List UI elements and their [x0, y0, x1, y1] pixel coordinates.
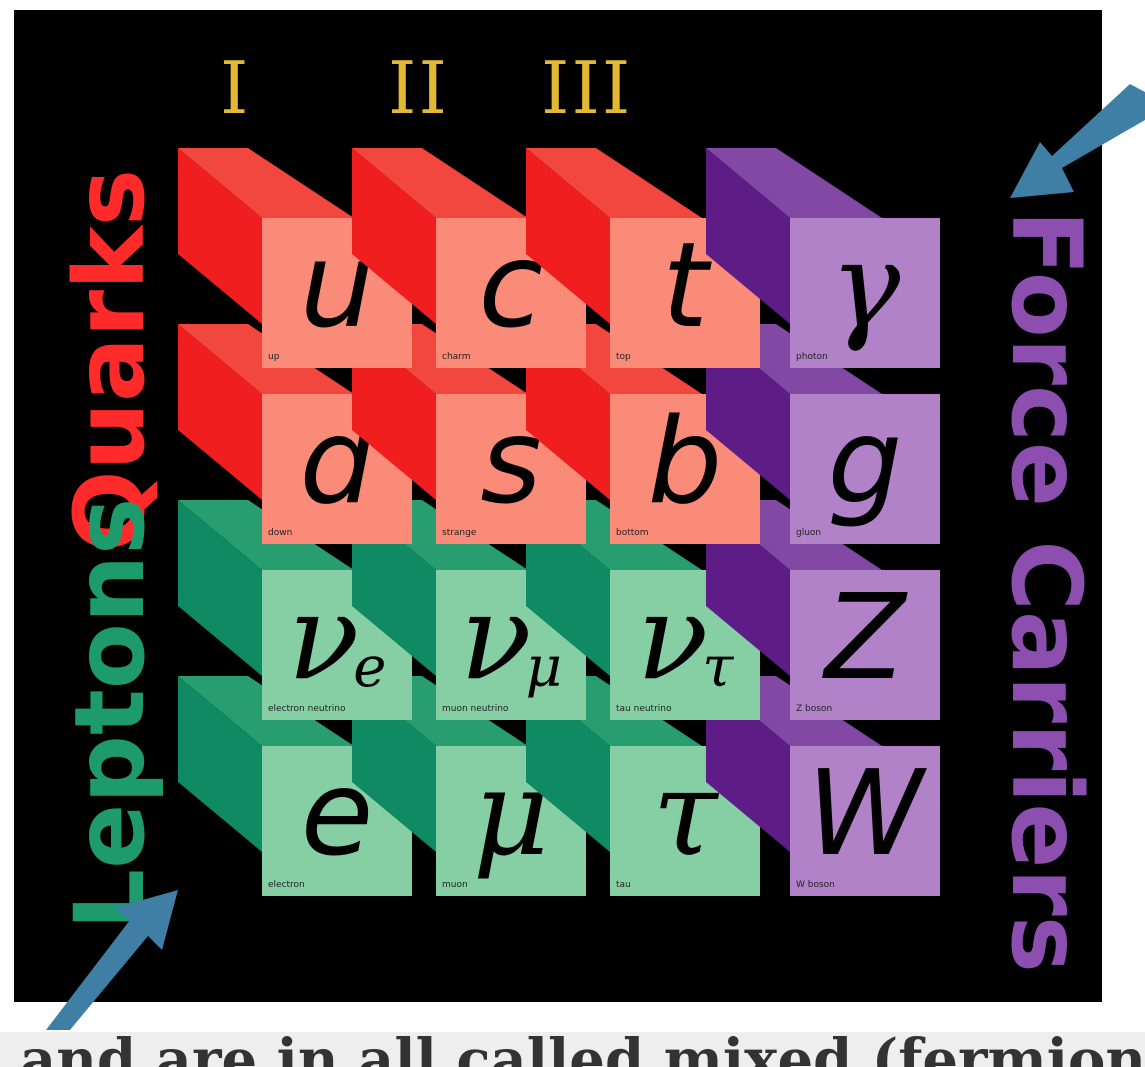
standard-model-diagram: I II III Quarks Leptons Force Carriers e…	[14, 10, 1102, 1002]
particle-symbol: t	[661, 216, 709, 354]
particle-symbol: νe	[287, 568, 387, 706]
particle-name: W boson	[796, 880, 835, 890]
arrow-bottom-left-icon	[46, 890, 178, 1030]
particle-symbol: W	[806, 744, 924, 882]
particle-name: charm	[442, 352, 471, 362]
particle-name: tau	[616, 880, 631, 890]
particle-subscript: μ	[525, 635, 563, 700]
particle-name: muon neutrino	[442, 704, 509, 714]
particle-symbol: νμ	[459, 568, 563, 706]
particle-name: strange	[442, 528, 477, 538]
arrow-top-right-icon	[1010, 84, 1145, 198]
quarks-label: Quarks	[54, 168, 166, 552]
particle-name: tau neutrino	[616, 704, 672, 714]
particle-name: electron	[268, 880, 305, 890]
particle-symbol: ντ	[636, 568, 734, 706]
particle-subscript: e	[353, 635, 387, 700]
leptons-label: Leptons	[54, 497, 166, 930]
particle-name: photon	[796, 352, 828, 362]
particle-name: gluon	[796, 528, 822, 538]
particle-name: up	[268, 352, 280, 362]
generation-label-2: II	[388, 46, 449, 130]
generation-label-1: I	[220, 46, 251, 130]
caption-text: and are in all called mixed (fermions) l…	[0, 1032, 1145, 1067]
particle-symbol: Z	[824, 568, 906, 706]
particle-subscript: τ	[702, 635, 734, 700]
force-carriers-label: Force Carriers	[990, 210, 1102, 973]
particle-symbol: g	[827, 392, 903, 530]
particle-t: t top	[526, 148, 760, 368]
particle-name: muon	[442, 880, 468, 890]
generation-label-3: III	[541, 46, 633, 130]
particle-name: top	[616, 352, 631, 362]
particle-name: electron neutrino	[268, 704, 346, 714]
particle-name: Z boson	[796, 704, 833, 714]
particle-name: down	[268, 528, 293, 538]
particle-name: bottom	[616, 528, 649, 538]
particle-symbol: γ	[829, 216, 901, 354]
